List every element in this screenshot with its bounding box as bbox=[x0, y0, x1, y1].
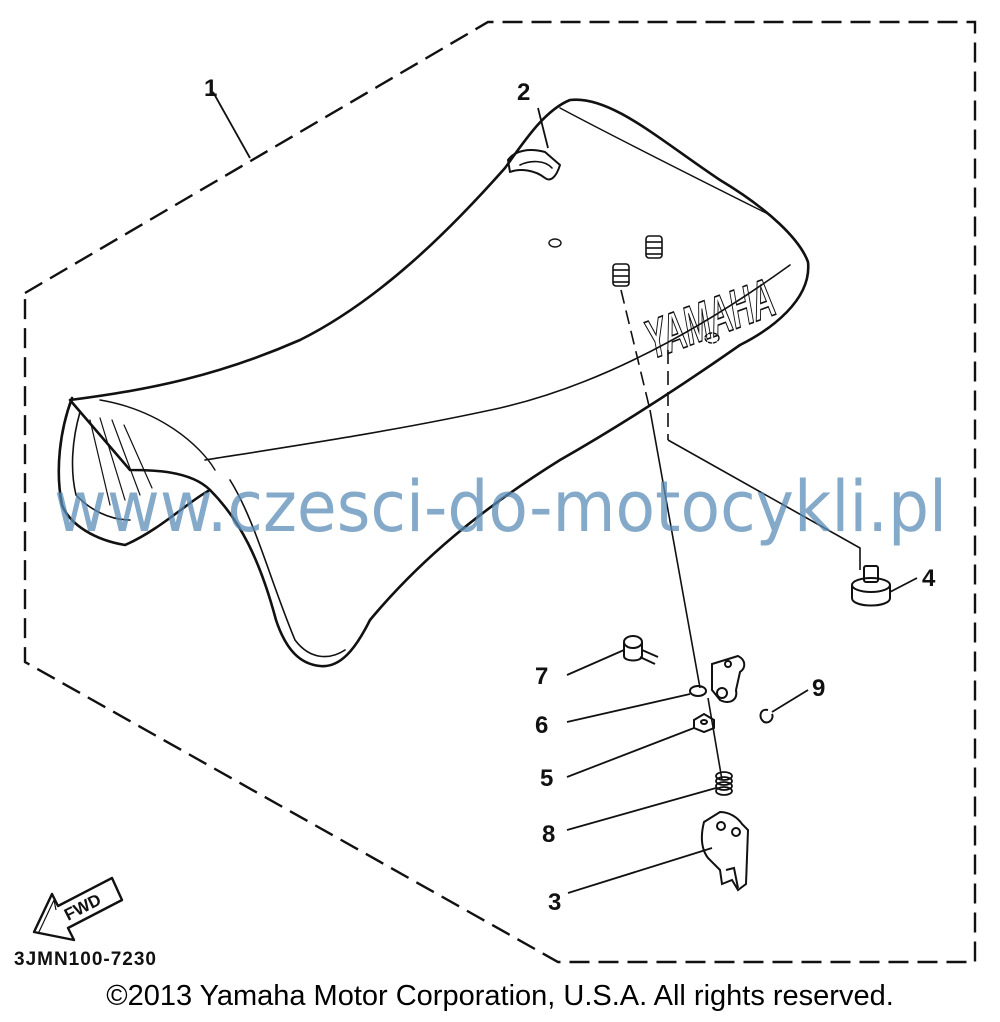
callout-8: 8 bbox=[542, 821, 555, 848]
seat-brand-lettering: YAMAHA bbox=[641, 265, 779, 372]
watermark: www.czesci-do-motocykli.pl bbox=[54, 466, 947, 548]
bracket bbox=[711, 654, 746, 703]
callout-3: 3 bbox=[548, 889, 561, 916]
seat-stud-rear bbox=[645, 235, 663, 259]
callout-4: 4 bbox=[922, 565, 936, 592]
seat-stud-front bbox=[612, 263, 630, 287]
clip-part-9 bbox=[759, 708, 774, 724]
washer-part-6 bbox=[689, 685, 707, 697]
spring-part-8 bbox=[715, 771, 733, 796]
callout-7: 7 bbox=[535, 663, 548, 690]
leader-lines bbox=[212, 91, 918, 894]
callout-2: 2 bbox=[517, 79, 530, 106]
copyright-notice: ©2013 Yamaha Motor Corporation, U.S.A. A… bbox=[106, 980, 894, 1012]
hook-plate-part-3 bbox=[700, 810, 750, 892]
seat bbox=[57, 98, 810, 668]
damper-part-4 bbox=[851, 565, 891, 607]
callout-9: 9 bbox=[812, 675, 825, 702]
bolt-part-7 bbox=[623, 635, 659, 665]
callout-5: 5 bbox=[540, 765, 553, 792]
assembly-boundary bbox=[23, 20, 977, 964]
guide-lines bbox=[620, 289, 861, 781]
callout-1: 1 bbox=[204, 75, 217, 102]
forward-arrow-icon: FWD bbox=[32, 876, 124, 942]
callout-6: 6 bbox=[535, 712, 548, 739]
drawing-code: 3JMN100-7230 bbox=[14, 949, 157, 970]
